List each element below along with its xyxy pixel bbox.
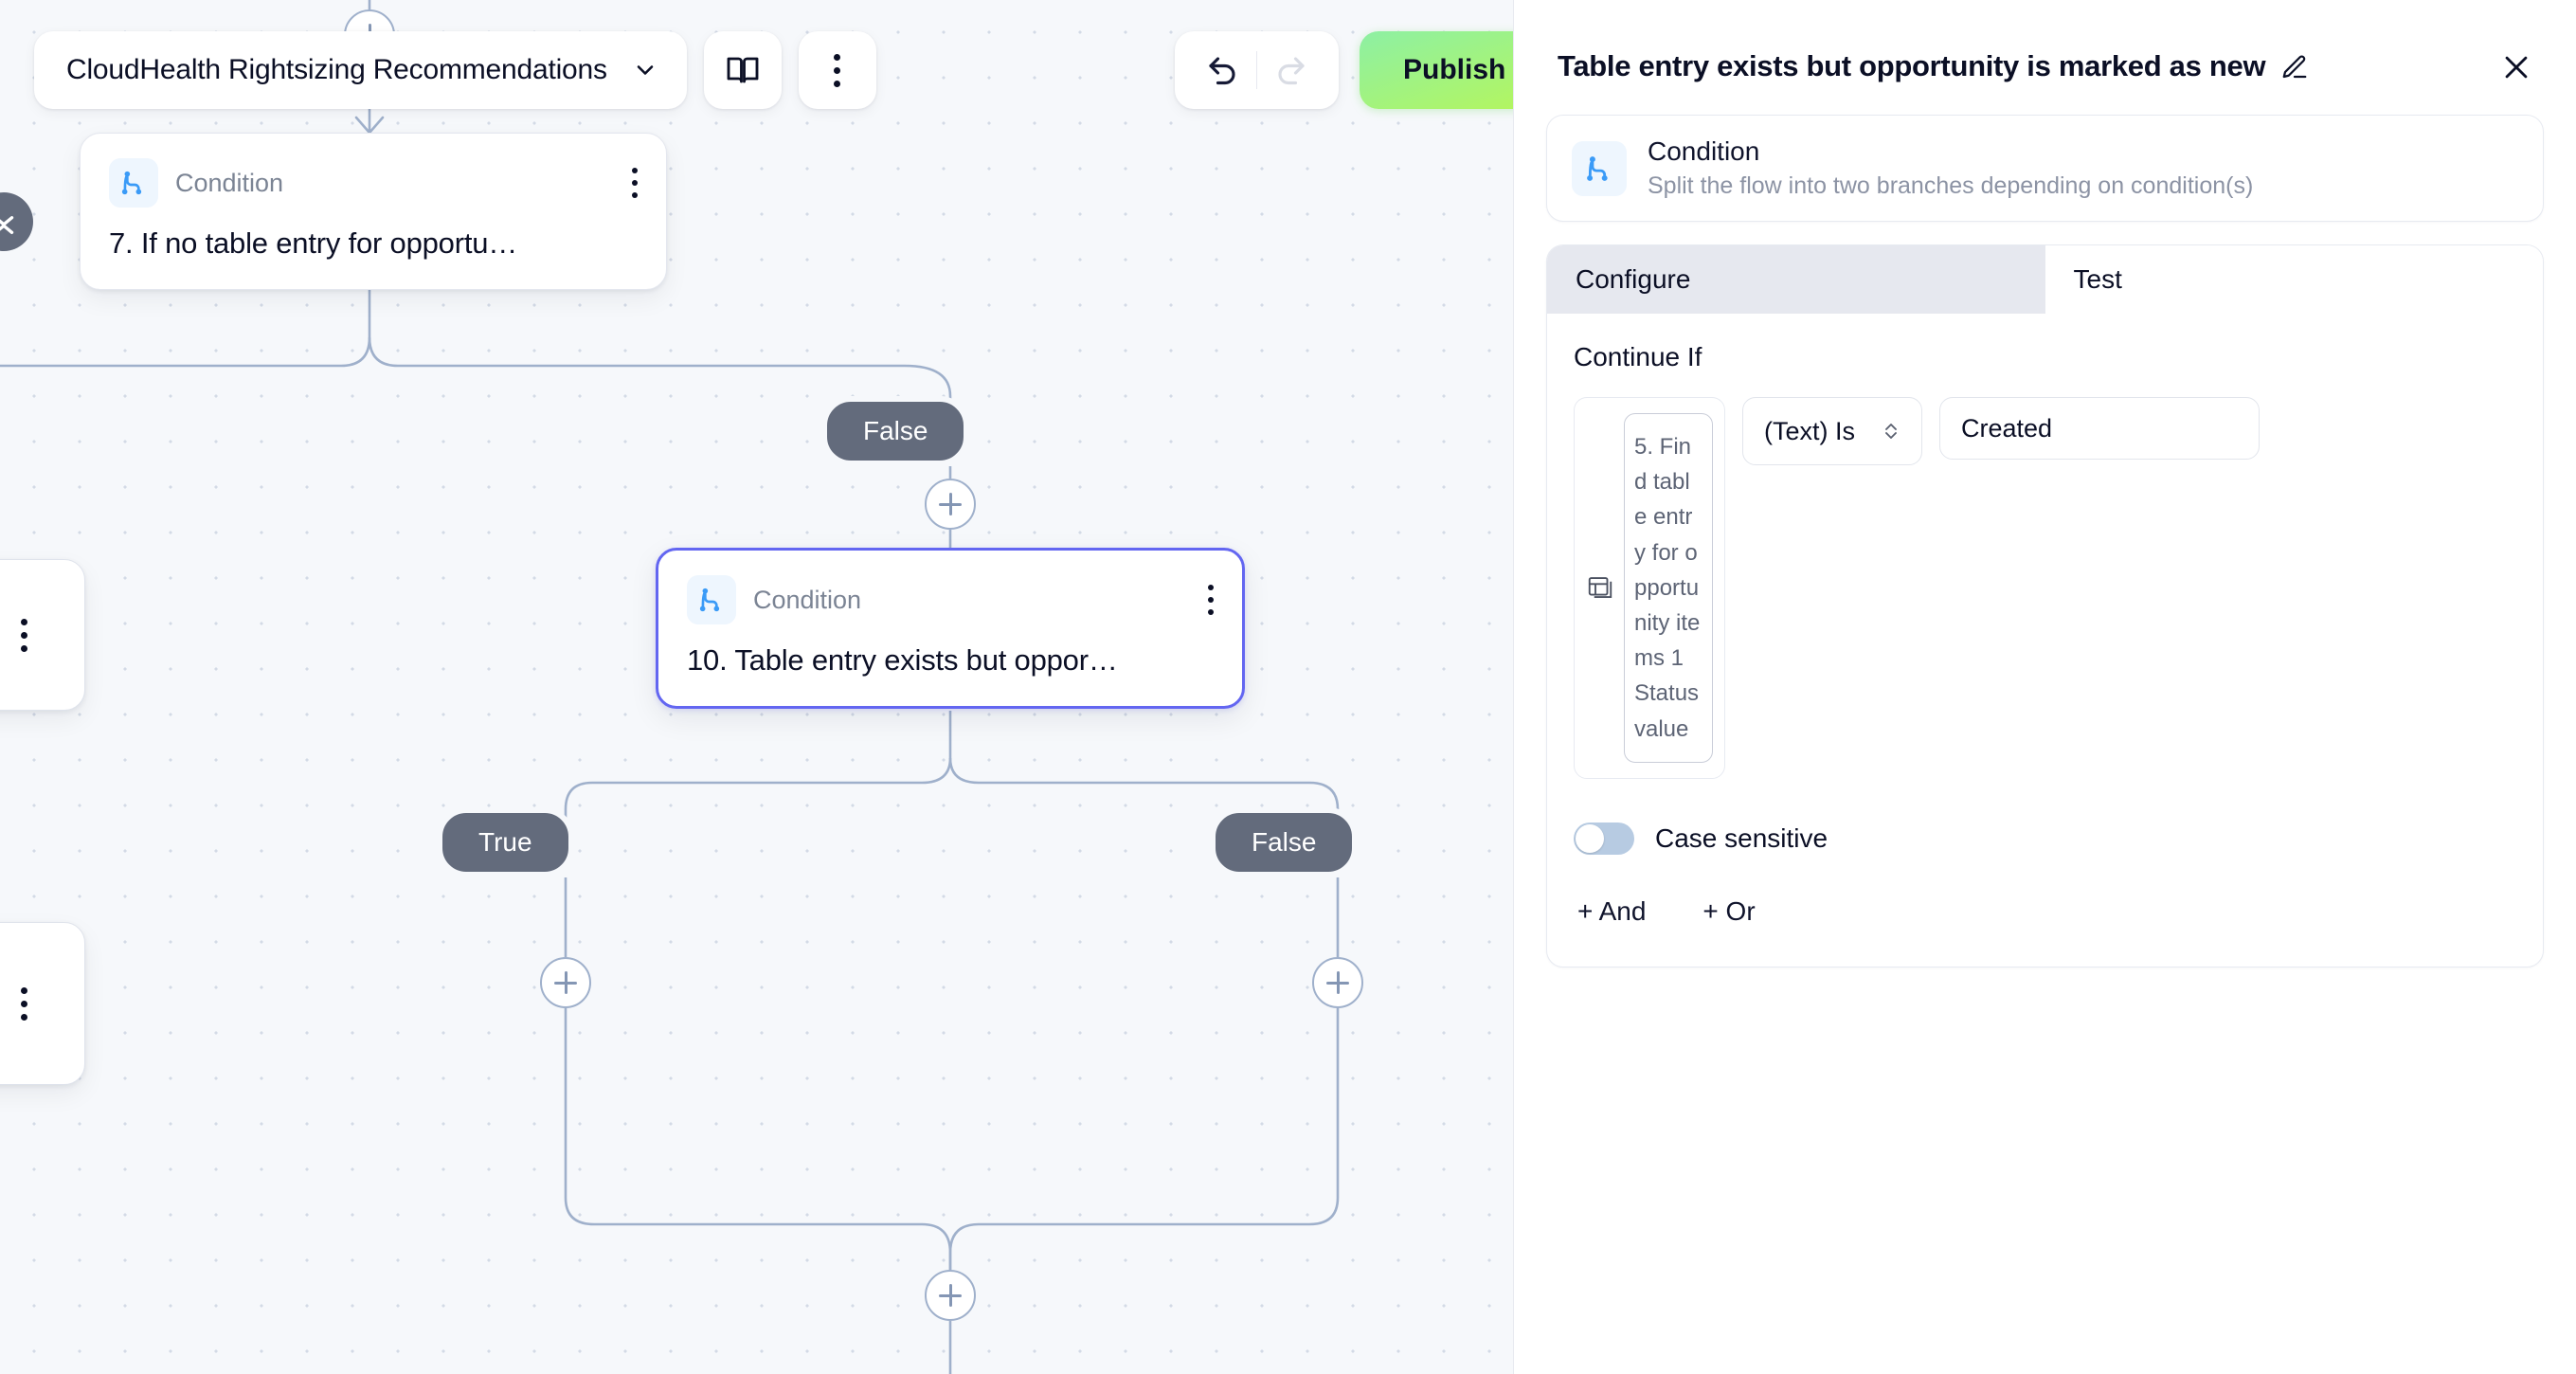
offscreen-node-card-1[interactable] (0, 559, 85, 711)
toggle-knob (1576, 823, 1604, 853)
undo-button[interactable] (1188, 31, 1256, 109)
node-menu-button[interactable] (1208, 585, 1214, 615)
close-panel-button[interactable] (2495, 49, 2538, 90)
operator-select[interactable]: (Text) Is (1742, 397, 1922, 465)
condition-branch-icon (1572, 140, 1627, 196)
condition-value-input[interactable] (1939, 397, 2260, 460)
panel-title: Table entry exists but opportunity is ma… (1558, 49, 2266, 82)
redo-arrow-icon (1278, 57, 1305, 85)
node-info-title: Condition (1648, 136, 1760, 166)
case-sensitive-toggle[interactable] (1574, 822, 1634, 855)
node-info-text: Condition Split the flow into two branch… (1648, 136, 2253, 200)
canvas-toolbar: CloudHealth Rightsizing Recommendations (34, 31, 876, 109)
node-title: 7. If no table entry for opportu… (109, 226, 518, 260)
configure-card: Configure Test Continue If 5. Find table… (1546, 244, 2544, 967)
panel-tabs: Configure Test (1547, 245, 2543, 314)
tab-configure[interactable]: Configure (1547, 245, 2045, 314)
undo-arrow-icon (1209, 57, 1235, 85)
redo-button[interactable] (1257, 31, 1325, 109)
logic-buttons: + And + Or (1574, 896, 2516, 927)
add-step-false-upper-button[interactable] (925, 479, 976, 530)
add-or-button[interactable]: + Or (1702, 895, 1756, 926)
undo-redo-group (1175, 31, 1339, 109)
chevron-down-icon (637, 65, 654, 75)
node-header: Condition (109, 158, 638, 208)
kebab-menu-icon[interactable] (20, 986, 27, 1021)
condition-branch-icon (109, 158, 158, 208)
configure-body: Continue If 5. Find table entry for oppo… (1547, 314, 2543, 967)
node-header: Condition (687, 575, 1214, 624)
add-step-false-lower-button[interactable] (1312, 957, 1363, 1008)
flow-node-condition-10[interactable]: Condition 10. Table entry exists but opp… (656, 548, 1245, 709)
condition-branch-icon (687, 575, 736, 624)
case-sensitive-label: Case sensitive (1655, 823, 1828, 853)
table-icon (1588, 577, 1612, 599)
add-step-merge-button[interactable] (925, 1270, 976, 1321)
flow-name-selector[interactable]: CloudHealth Rightsizing Recommendations (34, 31, 687, 109)
branch-label-true[interactable]: True (437, 807, 574, 877)
flow-canvas[interactable]: CloudHealth Rightsizing Recommendations (0, 0, 1513, 1374)
branch-label-false-upper[interactable]: False (821, 396, 970, 466)
condition-row: 5. Find table entry for opportunity item… (1574, 397, 2516, 779)
node-type-label: Condition (753, 585, 862, 614)
continue-if-label: Continue If (1574, 342, 1702, 371)
chevron-updown-icon (1885, 424, 1897, 439)
case-sensitive-row: Case sensitive (1574, 822, 2516, 855)
pencil-icon[interactable] (2280, 53, 2309, 86)
add-and-button[interactable]: + And (1577, 895, 1647, 926)
canvas-toolbar-right: Publish (1175, 31, 1513, 109)
variable-field[interactable]: 5. Find table entry for opportunity item… (1574, 397, 1725, 779)
book-icon (727, 57, 759, 83)
offscreen-node-card-2[interactable] (0, 922, 85, 1085)
close-x-icon (2505, 56, 2528, 79)
collapse-panel-button[interactable] (0, 192, 33, 251)
kebab-menu-icon (834, 53, 841, 87)
branch-label-false-lower[interactable]: False (1210, 807, 1359, 877)
documentation-button[interactable] (703, 31, 782, 109)
kebab-menu-icon[interactable] (20, 618, 27, 652)
toolbar-divider (1256, 51, 1257, 89)
flow-node-condition-7[interactable]: Condition 7. If no table entry for oppor… (80, 133, 667, 290)
collapse-chevrons-icon (0, 216, 14, 235)
node-details-panel: Table entry exists but opportunity is ma… (1513, 0, 2576, 1374)
panel-header: Table entry exists but opportunity is ma… (1546, 38, 2544, 90)
add-step-true-button[interactable] (540, 957, 591, 1008)
publish-button[interactable]: Publish (1360, 31, 1513, 109)
operator-value: (Text) Is (1764, 416, 1856, 445)
node-info-card: Condition Split the flow into two branch… (1546, 115, 2544, 222)
node-type-label: Condition (175, 168, 284, 197)
node-info-subtitle: Split the flow into two branches dependi… (1648, 172, 2254, 199)
flow-more-menu-button[interactable] (798, 31, 876, 109)
tab-test[interactable]: Test (2045, 245, 2543, 314)
node-menu-button[interactable] (632, 168, 638, 198)
node-title: 10. Table entry exists but oppor… (687, 643, 1118, 677)
variable-chip: 5. Find table entry for opportunity item… (1624, 413, 1713, 763)
flow-name-label: CloudHealth Rightsizing Recommendations (66, 54, 607, 85)
